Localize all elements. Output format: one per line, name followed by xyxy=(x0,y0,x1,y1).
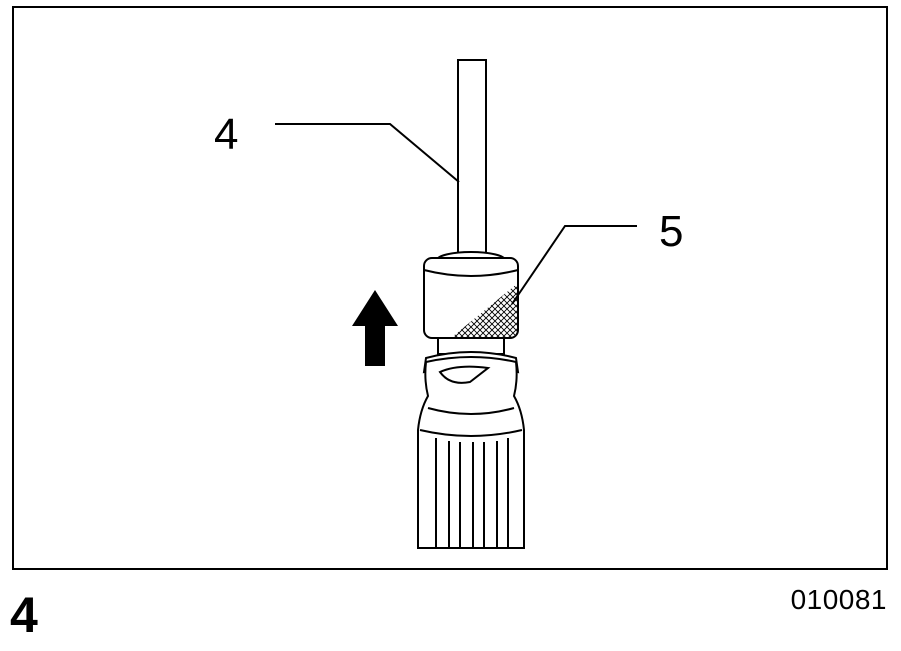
callout-label-4: 4 xyxy=(214,110,239,159)
screwdriver-handle xyxy=(417,356,525,549)
leader-line-4 xyxy=(275,123,460,183)
figure-number: 4 xyxy=(10,587,38,643)
knurled-sleeve-part-5 xyxy=(423,257,519,339)
leader-line-5 xyxy=(511,225,637,305)
illustration-frame xyxy=(12,6,888,570)
arrow-up-icon xyxy=(352,290,398,366)
callout-label-5: 5 xyxy=(659,207,684,256)
rod-part-4 xyxy=(457,59,487,261)
figure-code: 010081 xyxy=(790,584,887,615)
